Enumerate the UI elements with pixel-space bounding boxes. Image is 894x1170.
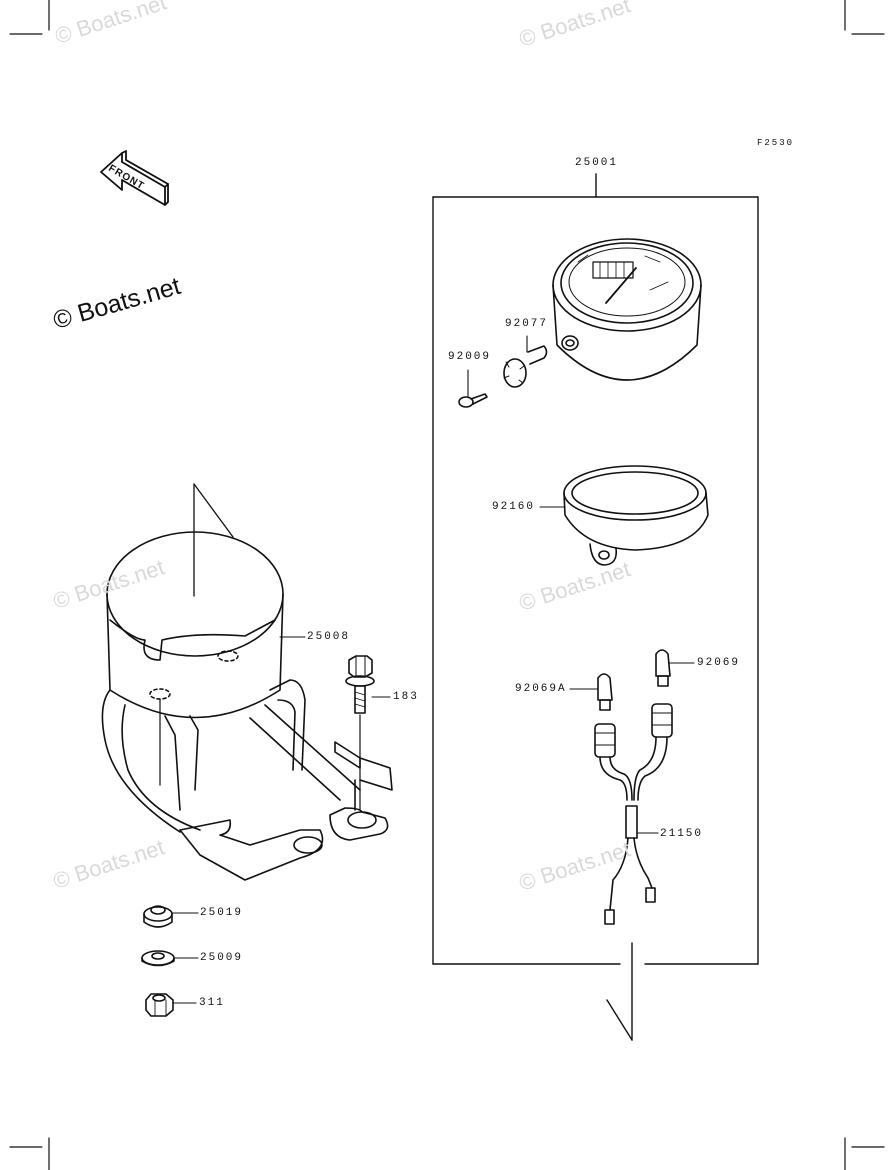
front-arrow-icon bbox=[100, 150, 169, 206]
harness-icon bbox=[594, 703, 673, 925]
part-label-311: 311 bbox=[199, 997, 225, 1009]
screw-icon bbox=[458, 369, 488, 408]
crop-marks bbox=[9, 0, 885, 1170]
gasket-ring-icon bbox=[539, 465, 709, 566]
bracket-icon bbox=[101, 483, 393, 881]
part-label-92009: 92009 bbox=[448, 351, 492, 363]
part-label-92077: 92077 bbox=[505, 318, 549, 330]
part-label-183: 183 bbox=[393, 691, 419, 703]
bolt-icon bbox=[345, 655, 391, 811]
figure-code: F2530 bbox=[757, 138, 795, 148]
collar-icon bbox=[143, 905, 199, 928]
part-label-25019: 25019 bbox=[200, 907, 244, 919]
knob-icon bbox=[503, 335, 548, 388]
bulb-lower-icon bbox=[569, 673, 613, 711]
assembly-box bbox=[432, 173, 759, 1041]
nut-icon bbox=[145, 993, 197, 1017]
part-label-92069A: 92069A bbox=[515, 683, 567, 695]
part-label-25009: 25009 bbox=[200, 952, 244, 964]
part-label-92069: 92069 bbox=[697, 657, 741, 669]
bulb-upper-icon bbox=[655, 649, 695, 687]
speedometer-gauge-icon bbox=[552, 238, 702, 381]
part-label-25008: 25008 bbox=[307, 631, 351, 643]
part-label-92160: 92160 bbox=[492, 501, 536, 513]
washer-icon bbox=[141, 950, 199, 967]
part-label-25001: 25001 bbox=[575, 157, 619, 169]
part-label-21150: 21150 bbox=[660, 828, 704, 840]
